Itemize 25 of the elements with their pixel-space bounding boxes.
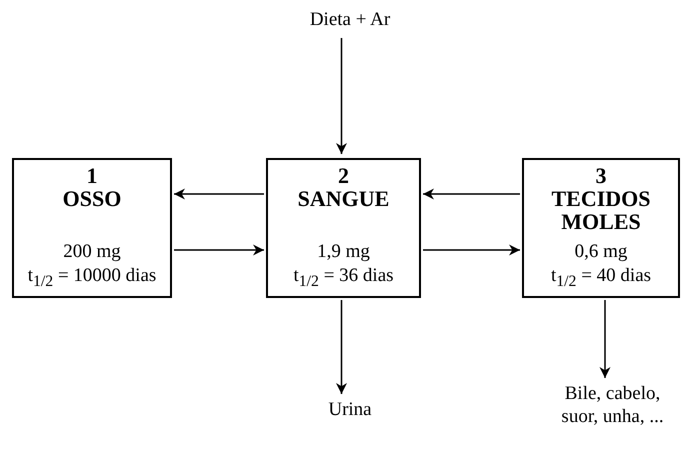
compartment-value: t$_{1/2}$ = 10000 dias — [28, 264, 156, 292]
compartment-title: 3 — [596, 164, 606, 187]
arrow — [336, 300, 347, 394]
compartment-value: 200 mg — [63, 240, 121, 264]
compartment-value: 0,6 mg — [574, 240, 628, 264]
compartment-value: 1,9 mg — [317, 240, 370, 264]
arrow — [174, 244, 264, 256]
compartment-box — [522, 158, 680, 298]
compartment-box — [12, 158, 172, 298]
compartment-title: TECIDOS MOLES — [550, 187, 652, 233]
compartment-title: OSSO — [62, 187, 122, 210]
flow-label: Bile, cabelo, suor, unha, ... — [550, 382, 675, 432]
flow-label: Urina — [310, 398, 390, 426]
arrow — [423, 188, 520, 200]
compartment-title: 1 — [86, 164, 98, 187]
compartment-title: SANGUE — [298, 187, 390, 210]
compartment-value: t$_{1/2}$ = 36 dias — [293, 264, 394, 292]
compartment-title: 2 — [338, 164, 349, 187]
arrow — [174, 188, 264, 200]
compartment-box — [266, 158, 421, 298]
arrow — [423, 244, 520, 256]
arrow — [600, 300, 610, 378]
flow-label: Dieta + Ar — [280, 8, 420, 36]
compartment-value: t$_{1/2}$ = 40 dias — [550, 264, 652, 292]
arrow — [336, 38, 347, 154]
